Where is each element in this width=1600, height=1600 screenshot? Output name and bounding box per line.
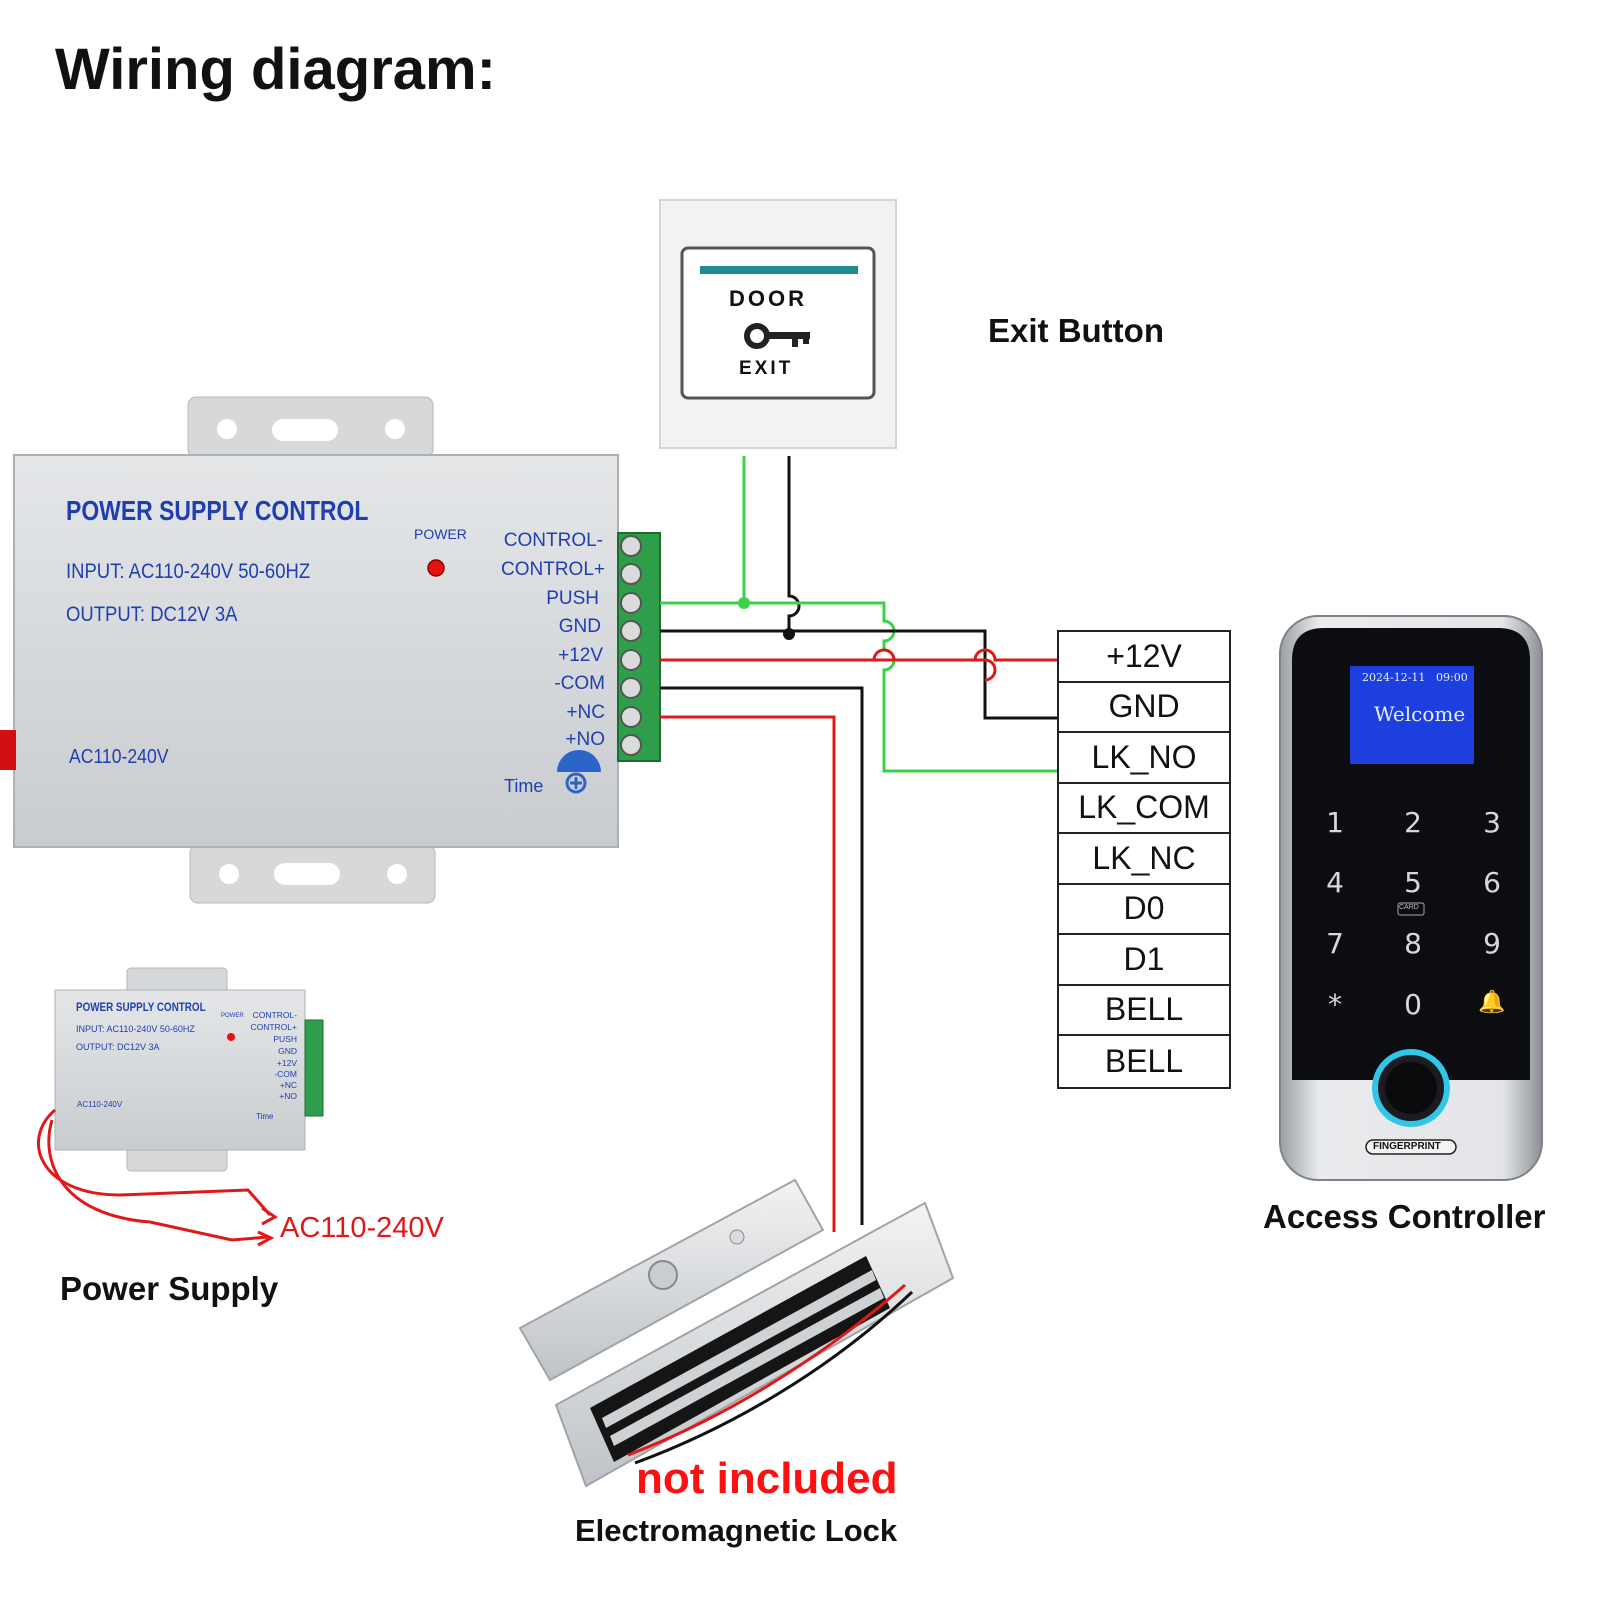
mains-voltage-label: AC110-240V [280,1212,444,1244]
psu-input-spec: INPUT: AC110-240V 50-60HZ [66,560,311,583]
psu-time-label: Time [504,776,544,796]
mini-psu-power-label: POWER [221,1013,244,1019]
page-title: Wiring diagram: [55,37,496,102]
keypad-key[interactable]: 7 [1326,927,1344,960]
keypad-key[interactable]: 4 [1326,866,1344,899]
controller-terminal-table: +12V GND LK_NO LK_COM LK_NC D0 D1 BELL B… [1057,630,1231,1089]
keypad-key[interactable]: 1 [1326,806,1344,839]
exit-button-label: Exit Button [988,312,1164,349]
psu-terminal-label: PUSH [546,588,599,609]
power-supply-label: Power Supply [60,1270,279,1307]
psu-terminal-label: GND [558,616,601,637]
psu-terminal-screws [620,535,642,756]
bell-icon[interactable]: 🔔 [1478,990,1506,1015]
psu-terminal-label: CONTROL+ [501,559,605,580]
psu-terminal-label: CONTROL- [503,530,603,551]
psu-terminal-label: +NC [566,702,605,723]
power-supply-control-unit [0,396,661,904]
keypad-key[interactable]: * [1328,988,1342,1021]
mini-psu-terminal-label: GND [278,1046,297,1056]
psu-ac-label: AC110-240V [69,746,169,768]
keypad-key[interactable]: 2 [1404,806,1422,839]
terminal-lk-com: LK_COM [1059,784,1229,834]
terminal-d1: D1 [1059,935,1229,986]
fingerprint-label: FINGERPRINT [1373,1141,1441,1152]
mini-psu-terminal-label: CONTROL- [252,1010,297,1020]
keypad-key[interactable]: 6 [1483,866,1501,899]
mini-psu-terminal-label: +12V [276,1058,297,1068]
power-supply-small [37,967,324,1247]
terminal-lk-no: LK_NO [1059,733,1229,784]
mini-psu-terminal-label: PUSH [273,1034,297,1044]
card-reader-label: CARD [1399,904,1419,911]
electromagnetic-lock-device [518,1178,955,1488]
not-included-note: not included [636,1454,898,1503]
psu-heading: POWER SUPPLY CONTROL [66,495,369,526]
exit-button-face-top: DOOR [729,286,807,311]
electromagnetic-lock-label: Electromagnetic Lock [575,1513,898,1548]
screen-message: Welcome [1374,702,1466,726]
terminal-d0: D0 [1059,885,1229,935]
mini-psu-output-spec: OUTPUT: DC12V 3A [76,1042,160,1052]
mini-psu-terminal-label: +NC [279,1080,297,1090]
key-icon [744,323,810,349]
exit-button-device [659,199,897,449]
psu-output-spec: OUTPUT: DC12V 3A [66,603,238,626]
mini-psu-heading: POWER SUPPLY CONTROL [76,1000,206,1014]
keypad-key[interactable]: 5 [1404,866,1422,899]
mini-psu-input-spec: INPUT: AC110-240V 50-60HZ [76,1024,195,1034]
access-controller-device [1279,615,1543,1181]
access-controller-label: Access Controller [1263,1198,1546,1235]
terminal-gnd: GND [1059,683,1229,733]
psu-terminal-label: -COM [554,673,605,694]
keypad-key[interactable]: 9 [1483,927,1501,960]
terminal-bell: BELL [1104,1042,1184,1079]
screen-date: 2024-12-11 [1362,671,1426,684]
mini-psu-time-label: Time [256,1112,274,1121]
time-adjust-icon [557,750,601,794]
mini-psu-terminal-label: -COM [274,1069,297,1079]
keypad-key[interactable]: 3 [1483,806,1501,839]
psu-terminal-label: +12V [558,645,603,666]
psu-power-led-label: POWER [414,526,467,542]
keypad-key[interactable]: 0 [1404,988,1422,1021]
exit-button-face-bottom: EXIT [739,358,794,379]
mini-psu-ac-label: AC110-240V [77,1100,123,1109]
mini-psu-terminal-label: CONTROL+ [250,1022,297,1032]
keypad-key[interactable]: 8 [1404,927,1422,960]
terminal-plus12v: +12V [1059,632,1229,683]
wires [660,456,1057,1232]
terminal-lk-nc: LK_NC [1059,834,1229,885]
terminal-bell: BELL [1059,986,1229,1036]
screen-time: 09:00 [1436,671,1468,684]
mini-psu-terminal-label: +NO [279,1091,297,1101]
psu-terminal-label: +NO [565,729,605,750]
